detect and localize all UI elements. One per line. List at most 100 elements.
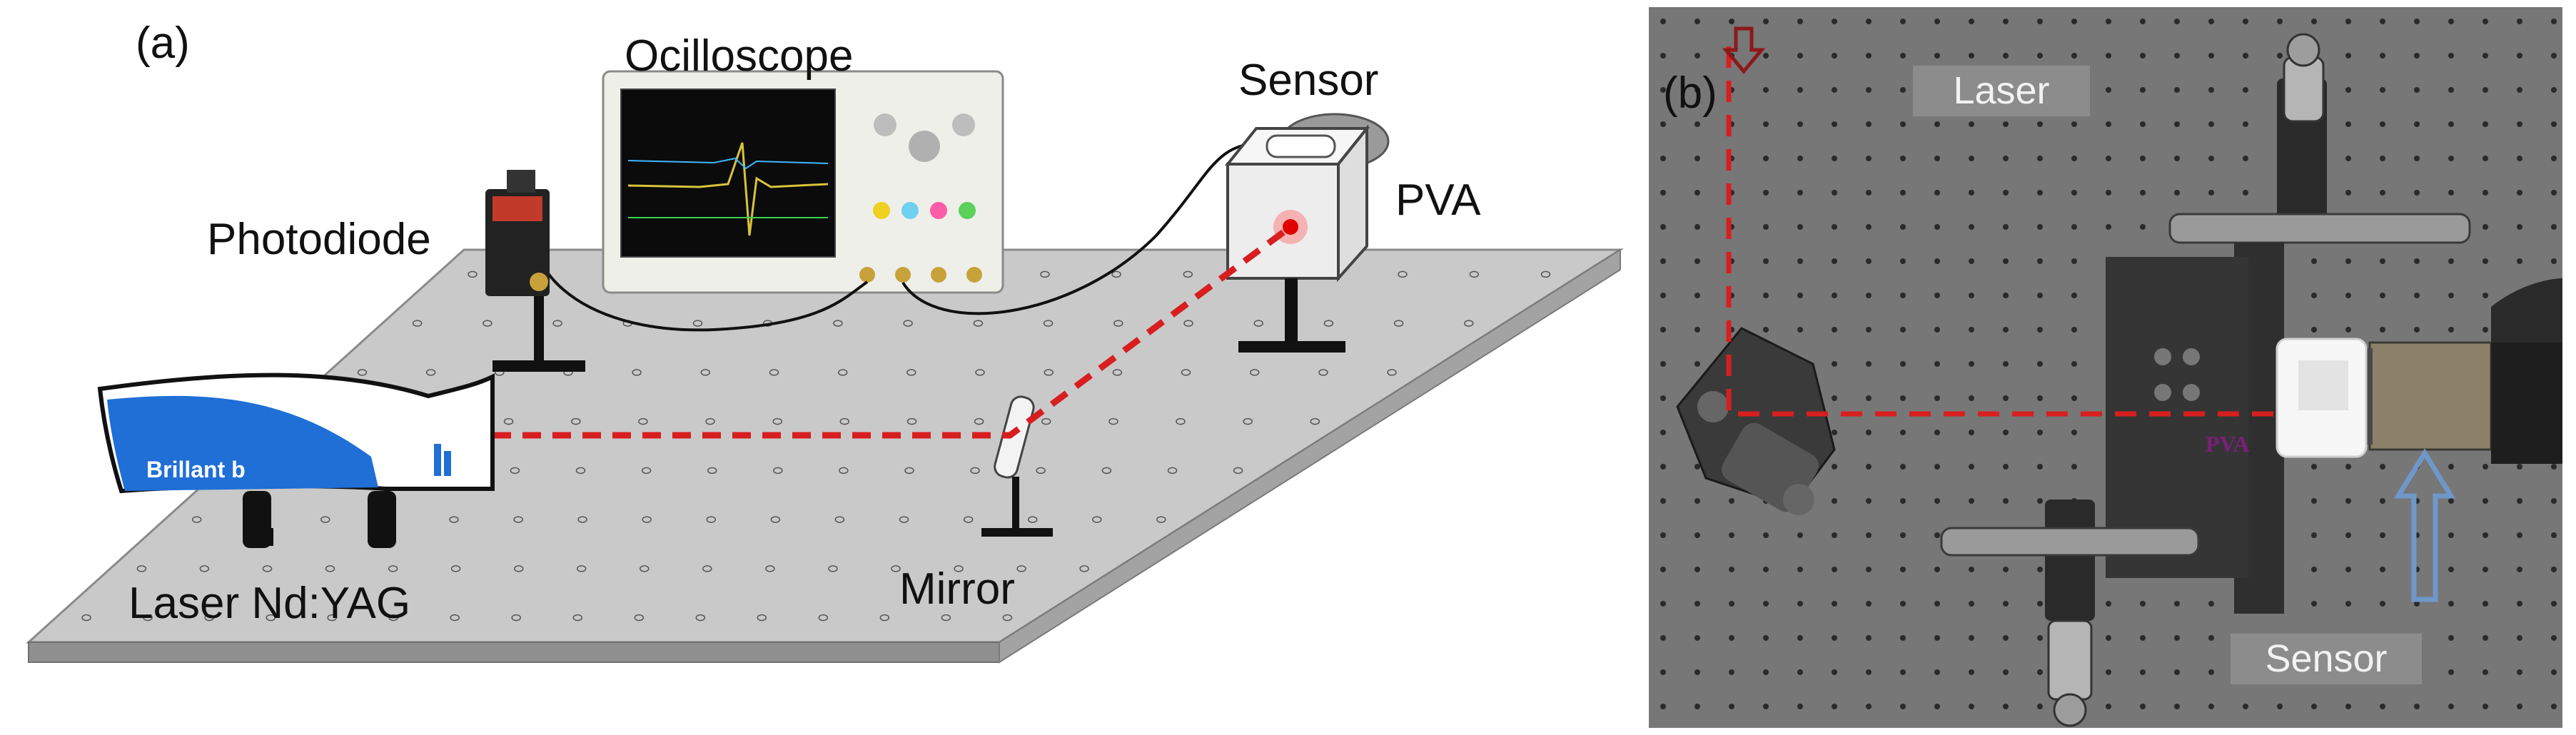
breadboard-hole [1866,156,1872,161]
breadboard-hole [2243,53,2248,59]
breadboard-hole [2071,395,2077,401]
photo-laser-tag: Laser [1913,66,2090,117]
breadboard-hole [2448,19,2454,24]
breadboard-hole [2003,635,2009,641]
table-hole [765,565,775,572]
breadboard-hole [2551,121,2557,127]
breadboard-hole [2380,327,2385,333]
breadboard-hole [2345,601,2351,607]
breadboard-hole [1832,53,1837,59]
breadboard-hole [2448,327,2454,333]
laser-direction-arrow [1722,26,1766,74]
breadboard-hole [2208,704,2214,709]
table-hole [513,565,524,572]
table-hole [513,516,523,523]
breadboard-hole [1694,704,1700,709]
breadboard-hole [1832,327,1837,333]
breadboard-hole [2482,567,2488,572]
breadboard-hole [2482,704,2488,709]
table-hole [143,614,153,622]
breadboard-hole [2482,87,2488,93]
breadboard-hole [2482,258,2488,264]
breadboard-hole [2037,53,2043,59]
breadboard-hole [2311,464,2317,470]
table-hole [191,516,202,523]
breadboard-hole [1694,258,1700,264]
breadboard-hole [1900,635,1906,641]
breadboard-hole [2482,669,2488,675]
breadboard-hole [1969,121,1974,127]
breadboard-hole [1900,430,1906,435]
table-hole [450,614,460,622]
photodiode-label: Photodiode [207,215,431,264]
breadboard-hole [2345,121,2351,127]
table-hole [772,417,782,425]
breadboard-hole [1969,669,1974,675]
breadboard-hole [1866,87,1872,93]
table-hole [828,565,838,572]
breadboard-hole [2003,224,2009,230]
breadboard-hole [2414,704,2420,709]
breadboard-hole [2208,190,2214,196]
breadboard-hole [2106,601,2111,607]
table-hole [468,270,478,278]
breadboard-hole [2003,395,2009,401]
breadboard-hole [1660,395,1666,401]
breadboard-hole [1934,704,1940,709]
breadboard-hole [1969,224,1974,230]
breadboard-hole [1832,532,1837,538]
breadboard-hole [1969,19,1974,24]
table-hole [577,516,587,523]
breadboard-hole [2037,156,2043,161]
breadboard-hole [2380,567,2385,572]
table-hole [388,565,398,572]
table-hole [963,516,974,523]
breadboard-hole [2345,464,2351,470]
breadboard-hole [2140,121,2146,127]
breadboard-hole [2345,190,2351,196]
optical-table-side [999,248,1621,664]
breadboard-hole [1900,395,1906,401]
breadboard-hole [2174,53,2180,59]
table-hole [773,467,783,475]
table-hole [700,369,711,376]
breadboard-hole [1797,532,1803,538]
breadboard-hole [1866,53,1872,59]
sensor-label: Sensor [1238,56,1379,105]
breadboard-hole [1934,53,1940,59]
breadboard-hole [2140,19,2146,24]
table-hole [769,369,779,376]
table-hole [904,467,914,475]
breadboard-hole [2551,464,2557,470]
breadboard-hole [2345,19,2351,24]
breadboard-hole [2140,53,2146,59]
breadboard-hole [2517,224,2522,230]
breadboard-hole [1660,430,1666,435]
breadboard-hole [2551,258,2557,264]
breadboard-hole [1969,430,1974,435]
table-hole [511,614,521,622]
breadboard-hole [2517,190,2522,196]
breadboard-hole [1934,498,1940,504]
breadboard-hole [2140,224,2146,230]
table-hole [941,614,951,622]
breadboard-hole [2140,669,2146,675]
breadboard-hole [2037,635,2043,641]
mirror-label: Mirror [899,564,1015,614]
breadboard-hole [2414,327,2420,333]
breadboard-hole [2071,258,2077,264]
breadboard-hole [2414,601,2420,607]
breadboard-hole [1866,19,1872,24]
breadboard-hole [2208,87,2214,93]
breadboard-hole [2003,190,2009,196]
breadboard-hole [2551,669,2557,675]
breadboard-hole [1763,601,1769,607]
table-hole [449,516,459,523]
breadboard-hole [1900,567,1906,572]
breadboard-hole [2037,361,2043,367]
breadboard-hole [1969,361,1974,367]
breadboard-hole [1900,258,1906,264]
breadboard-hole [1694,601,1700,607]
laser-label: Laser Nd:YAG [128,579,411,628]
